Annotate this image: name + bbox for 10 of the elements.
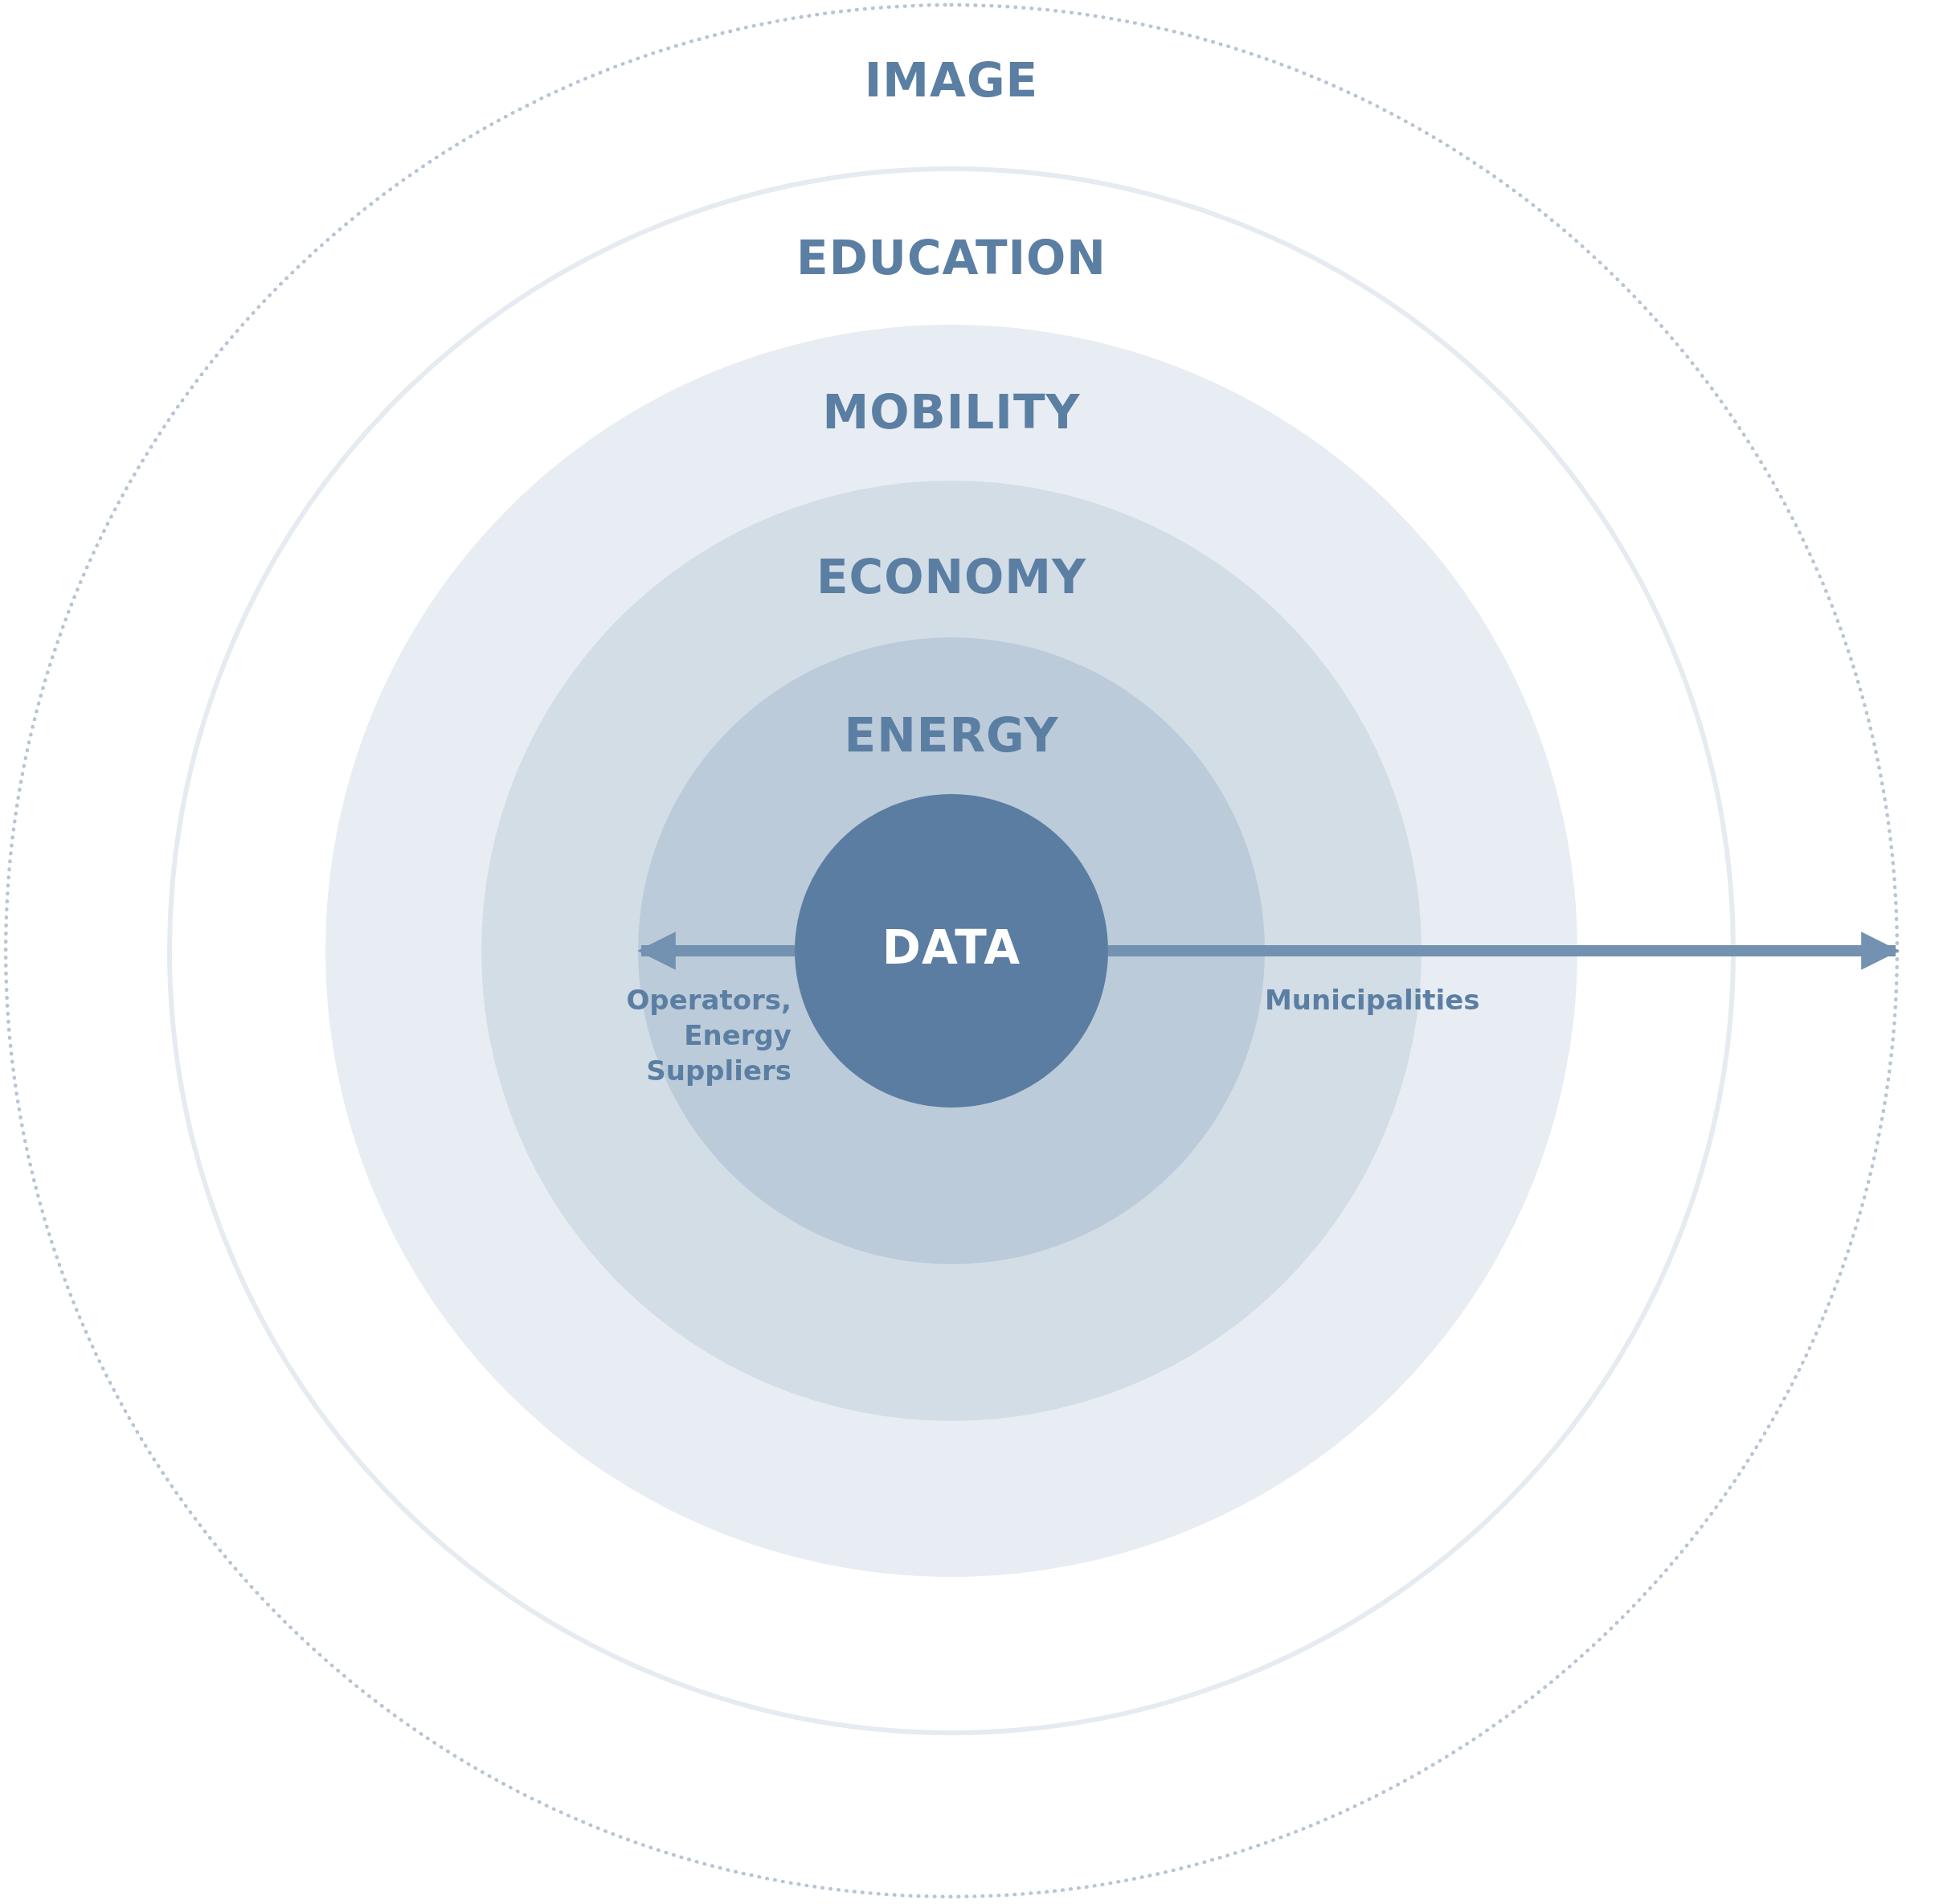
ring-label: EDUCATION <box>796 231 1107 285</box>
ring-label: IMAGE <box>863 53 1040 108</box>
ring-label: ENERGY <box>843 708 1060 763</box>
arrow <box>637 932 795 970</box>
arrow <box>1108 932 1900 970</box>
ring-label: ECONOMY <box>815 550 1088 604</box>
ring-label: MOBILITY <box>821 385 1082 440</box>
edge-label: Municipalities <box>1265 983 1480 1018</box>
ring-label: DATA <box>881 920 1022 975</box>
edge-label: Operators, Energy Suppliers <box>625 983 792 1089</box>
